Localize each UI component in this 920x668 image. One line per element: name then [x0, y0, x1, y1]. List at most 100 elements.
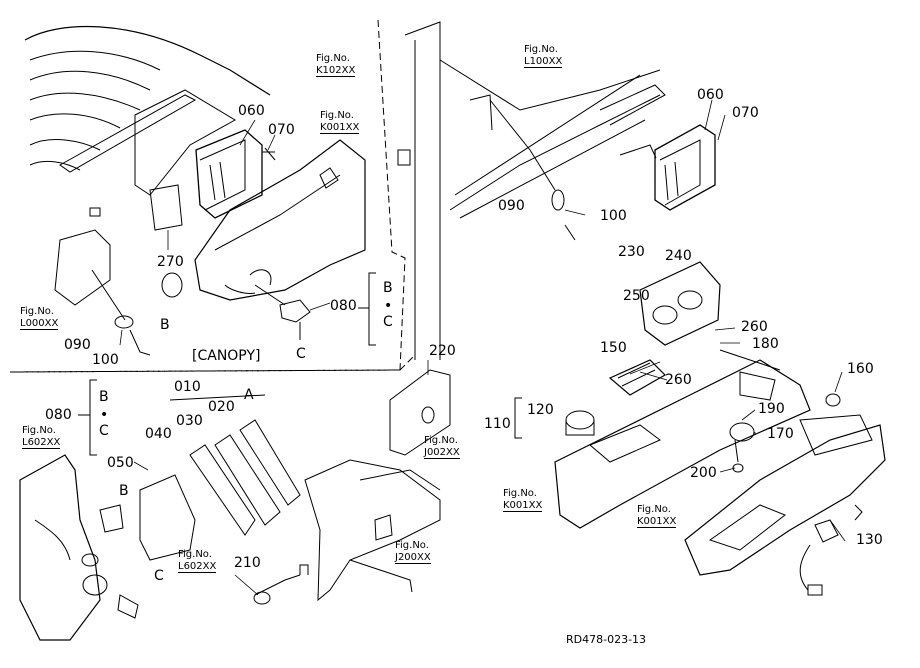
part-label-090-right: 090: [498, 198, 525, 214]
callout-dot-bottom: •: [100, 407, 109, 423]
part-label-100-left: 100: [92, 352, 119, 368]
fig-ref-k102: Fig.No. K102XX: [316, 53, 356, 77]
part-label-080-bottom: 080: [45, 407, 72, 423]
fig-ref-number: L602XX: [178, 560, 217, 573]
bc-bracket-bottom: [89, 379, 97, 456]
lamp-160: [825, 393, 841, 407]
callout-c-top-left: C: [296, 346, 306, 362]
part-label-110: 110: [484, 416, 511, 432]
fig-ref-number: L000XX: [20, 317, 59, 330]
fig-ref-title: Fig.No.: [637, 504, 671, 515]
section-divider-top: [9, 19, 406, 373]
fig-ref-k001-top: Fig.No. K001XX: [320, 110, 360, 134]
part-label-020: 020: [208, 399, 235, 415]
fig-ref-title: Fig.No.: [20, 306, 54, 317]
fig-ref-number: J200XX: [395, 551, 431, 564]
controller-unit-right: [654, 124, 716, 211]
part-label-210: 210: [234, 555, 261, 571]
fig-ref-l000: Fig.No. L000XX: [20, 306, 59, 330]
part-label-270: 270: [157, 254, 184, 270]
callout-a: A: [244, 387, 254, 403]
fig-ref-l602-left: Fig.No. L602XX: [22, 425, 61, 449]
section-divider-left: [9, 369, 401, 373]
fig-ref-number: J002XX: [424, 446, 460, 459]
part-label-090-left: 090: [64, 337, 91, 353]
fig-ref-number: K001XX: [637, 515, 677, 528]
callout-b-bracket-bottom: B: [99, 389, 109, 405]
part-label-260-upper: 260: [741, 319, 768, 335]
panel-stack: [139, 394, 301, 561]
side-panel-bottom-left: [19, 454, 139, 641]
socket-c-left: [254, 284, 311, 340]
bracket-220: [389, 369, 451, 456]
console-body-right: [554, 349, 811, 529]
callout-dot-top: •: [384, 298, 393, 314]
fig-ref-number: K001XX: [503, 499, 543, 512]
part-label-170: 170: [767, 426, 794, 442]
knob-170: [729, 422, 755, 473]
part-label-260-lower: 260: [665, 372, 692, 388]
part-label-130: 130: [856, 532, 883, 548]
fig-ref-l100: Fig.No. L100XX: [524, 44, 563, 68]
fig-ref-l602-mid: Fig.No. L602XX: [178, 549, 217, 573]
bracket-housing-left: [194, 139, 366, 301]
fig-ref-title: Fig.No.: [395, 540, 429, 551]
part-label-060-right: 060: [697, 87, 724, 103]
part-label-100-right: 100: [600, 208, 627, 224]
fig-ref-number: K102XX: [316, 64, 356, 77]
canopy-panel-drawing: [24, 25, 271, 231]
part-label-230: 230: [618, 244, 645, 260]
part-label-190: 190: [758, 401, 785, 417]
fig-ref-number: K001XX: [320, 121, 360, 134]
fig-ref-title: Fig.No.: [320, 110, 354, 121]
fig-ref-number: L602XX: [22, 436, 61, 449]
callout-c-bracket-bottom: C: [99, 423, 109, 439]
callout-c-bottom-left: C: [154, 568, 164, 584]
part-label-060-left: 060: [238, 103, 265, 119]
bracket-130: [854, 504, 863, 521]
fig-ref-k001-right: Fig.No. K001XX: [637, 504, 677, 528]
fig-ref-j002: Fig.No. J002XX: [424, 435, 460, 459]
bracket-110: [514, 397, 522, 439]
part-label-200: 200: [690, 465, 717, 481]
callout-b-bottom-left: B: [119, 483, 129, 499]
part-label-070-left: 070: [268, 122, 295, 138]
connector-270-shape: [161, 272, 183, 298]
callout-c-bracket-top: C: [383, 314, 393, 330]
callout-b-bracket-top: B: [383, 280, 393, 296]
part-label-160: 160: [847, 361, 874, 377]
fig-ref-k001-left: Fig.No. K001XX: [503, 488, 543, 512]
fig-ref-title: Fig.No.: [316, 53, 350, 64]
switch-150: [608, 359, 666, 396]
controller-unit-left: [195, 129, 276, 219]
bc-bracket-top: [368, 272, 376, 346]
canopy-section-label: [CANOPY]: [192, 348, 261, 364]
frame-top-middle: [397, 21, 666, 360]
part-label-030: 030: [176, 413, 203, 429]
part-label-240: 240: [665, 248, 692, 264]
socket-left: [54, 229, 151, 356]
callout-b-top-left: B: [160, 317, 170, 333]
fig-ref-title: Fig.No.: [524, 44, 558, 55]
fig-ref-title: Fig.No.: [503, 488, 537, 499]
part-label-220: 220: [429, 343, 456, 359]
part-label-050: 050: [107, 455, 134, 471]
leader-lines: [119, 99, 846, 596]
part-label-150: 150: [600, 340, 627, 356]
fig-ref-title: Fig.No.: [424, 435, 458, 446]
fig-ref-number: L100XX: [524, 55, 563, 68]
socket-210: [253, 564, 309, 605]
part-label-040: 040: [145, 426, 172, 442]
part-label-080-top: 080: [330, 298, 357, 314]
fig-ref-j200: Fig.No. J200XX: [395, 540, 431, 564]
part-label-120: 120: [527, 402, 554, 418]
section-divider-mid: [399, 354, 416, 371]
switch-knob-120: [565, 410, 595, 436]
cable-right: [489, 99, 556, 191]
switch-panel-230-250: [639, 261, 721, 346]
fig-ref-title: Fig.No.: [22, 425, 56, 436]
part-label-070-right: 070: [732, 105, 759, 121]
frame-bottom-middle: [304, 459, 441, 602]
part-label-250: 250: [623, 288, 650, 304]
